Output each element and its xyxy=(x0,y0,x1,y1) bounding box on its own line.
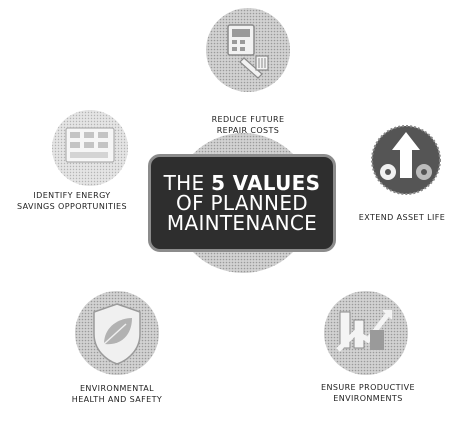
label-environmental-health: ENVIRONMENTAL HEALTH AND SAFETY xyxy=(71,384,163,404)
rising-chart-icon xyxy=(324,291,408,375)
label-identify-energy: IDENTIFY ENERGY SAVINGS OPPORTUNITIES xyxy=(17,191,127,211)
title-line-3: MAINTENANCE xyxy=(166,211,318,235)
label-reduce-repair-costs: REDUCE FUTURE REPAIR COSTS xyxy=(211,115,285,135)
label-ensure-productive: ENSURE PRODUCTIVE ENVIRONMENTS xyxy=(321,383,415,403)
title-prefix: THE xyxy=(163,171,205,195)
meter-panel-icon xyxy=(52,110,128,186)
label-extend-asset-life: EXTEND ASSET LIFE xyxy=(358,213,446,222)
gear-arrow-icon xyxy=(371,125,441,195)
title-line-1: THE 5 VALUES xyxy=(164,173,321,193)
title-bold: 5 VALUES xyxy=(211,171,321,195)
title-line-2: OF PLANNED xyxy=(176,191,308,215)
repair-tools-icon xyxy=(206,8,290,92)
leaf-shield-icon xyxy=(75,291,159,375)
center-title-box: THE 5 VALUES OF PLANNED MAINTENANCE xyxy=(148,154,336,252)
